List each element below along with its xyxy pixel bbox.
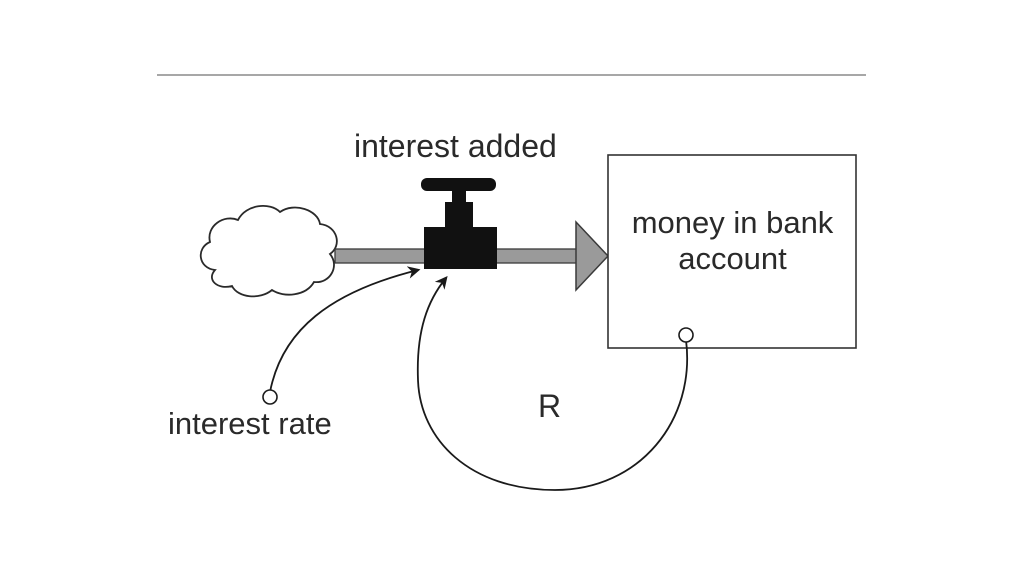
interest-rate-node [262, 389, 278, 405]
loop-polarity-label: R [538, 388, 562, 424]
interest-rate-connector [269, 266, 421, 393]
flow-label: interest added [354, 128, 557, 164]
interest-rate-label: interest rate [168, 406, 332, 441]
valve-icon [421, 178, 497, 269]
flow-arrowhead-icon [575, 220, 610, 292]
cloud-icon [199, 205, 338, 298]
stock-connector-node [678, 327, 694, 343]
stock-box [607, 154, 857, 349]
feedback-loop-connector [416, 276, 689, 491]
stock-label: money in bank account [631, 205, 834, 276]
